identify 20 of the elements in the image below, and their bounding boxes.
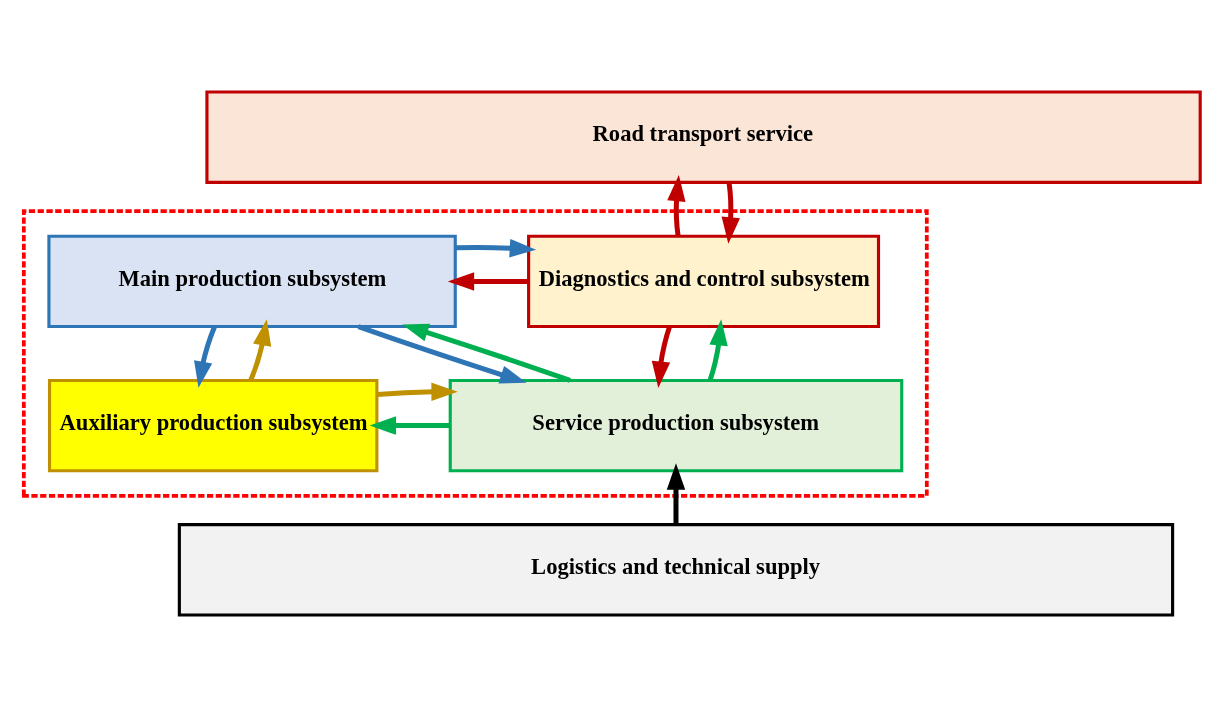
node-box: Road transport service: [205, 89, 1202, 184]
arrow: [194, 325, 217, 388]
arrow: [248, 318, 272, 381]
arrow: [667, 174, 686, 236]
node-box: Service production subsystem: [448, 378, 904, 472]
arrow: [447, 271, 529, 291]
node-box: Main production subsystem: [47, 234, 457, 328]
arrow: [455, 238, 537, 257]
node-box: Logistics and technical supply: [177, 522, 1175, 617]
arrow: [666, 462, 686, 525]
node-box: Diagnostics and control subsystem: [527, 234, 881, 328]
arrow: [402, 323, 571, 383]
arrow: [721, 181, 740, 244]
arrow: [357, 323, 527, 383]
arrow: [651, 325, 672, 388]
arrow: [369, 415, 451, 435]
arrow: [377, 382, 458, 401]
arrow: [707, 318, 728, 381]
cluster: [21, 208, 929, 498]
node-box: Auxiliary production subsystem: [47, 378, 379, 472]
